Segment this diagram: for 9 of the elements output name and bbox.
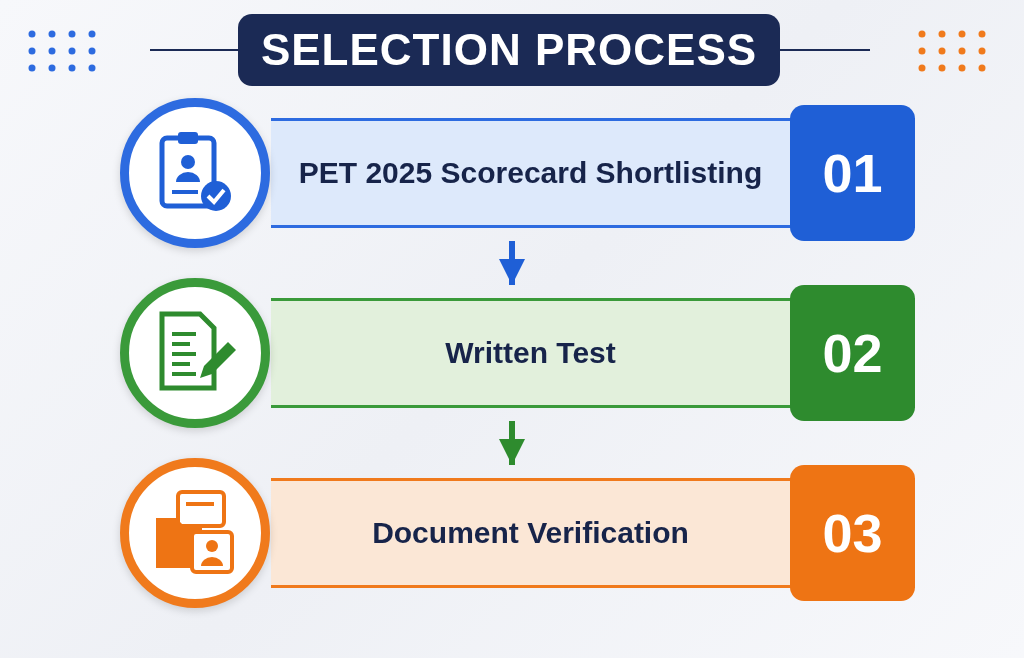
step-number: 01 [790,105,915,241]
step-number: 02 [790,285,915,421]
arrow [499,421,525,465]
title-banner: SELECTION PROCESS [238,14,780,86]
step-title: Document Verification [372,516,689,550]
step-title: Written Test [445,336,616,370]
step-title: PET 2025 Scorecard Shortlisting [298,156,763,190]
arrow [499,241,525,285]
step-number: 03 [790,465,915,601]
